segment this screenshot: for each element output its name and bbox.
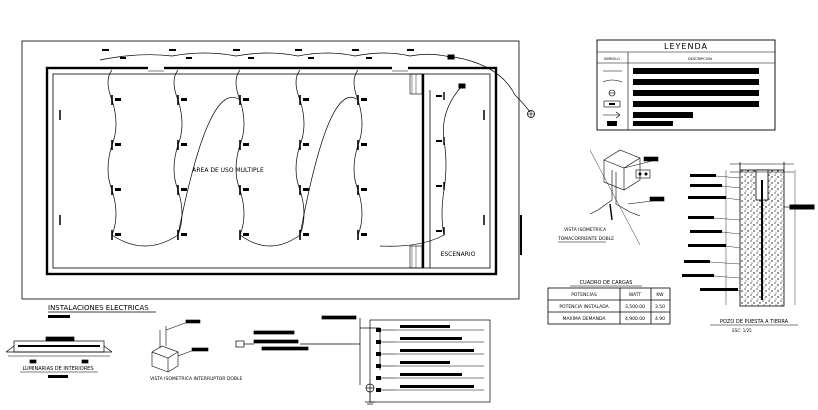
grounding-pit-callouts <box>682 174 741 293</box>
wall-light-fixture <box>248 57 254 59</box>
pit-scale: ESC: 1/25 <box>732 328 752 333</box>
pit-callout <box>682 274 741 279</box>
wall-light-fixture <box>407 49 418 69</box>
wall-light-fixture <box>366 57 372 59</box>
load-row-watt: 3,500.00 <box>625 304 645 310</box>
room-label: AREA DE USO MULTIPLE <box>192 167 264 174</box>
pit-callout <box>684 260 741 265</box>
circuit-wire <box>99 52 451 61</box>
grounding-pit-detail <box>725 162 815 307</box>
load-header-potencias: POTENCIAS <box>571 292 597 298</box>
wall-light-fixture <box>120 57 126 59</box>
circuit-wire <box>173 69 183 236</box>
circuit-wire <box>299 97 359 236</box>
circuit-wire <box>111 234 179 247</box>
outer-wall <box>45 66 498 276</box>
wall-light-fixture <box>308 57 314 59</box>
panel-circuit-row <box>376 373 484 380</box>
wall-light-fixture <box>233 49 244 69</box>
legend-col-description: DESCRIPCION <box>688 57 712 61</box>
pit-callout <box>690 174 741 179</box>
load-table-title: CUADRO DE CARGAS <box>580 280 633 286</box>
switch-isometric-detail <box>151 319 209 373</box>
load-row-kw: 4.90 <box>655 316 665 322</box>
pit-callout <box>700 288 741 293</box>
stage-label: ESCENARIO <box>441 251 476 258</box>
panel-board <box>447 54 535 118</box>
stage-light-fixture <box>436 182 445 190</box>
panel-circuit-row <box>376 361 484 368</box>
site-boundary <box>21 40 520 300</box>
load-table-cells: POTENCIAS WATT KW POTENCIA INSTALADA 3,5… <box>559 292 665 322</box>
load-header-watt: WATT <box>629 292 642 298</box>
load-row-label: MAXIMA DEMANDA <box>563 316 607 322</box>
panel-circuit-row <box>376 349 484 356</box>
circuit-wire <box>353 69 363 236</box>
legend-title: LEYENDA <box>664 42 708 51</box>
outlet-iso-caption-2: TOMACORRIENTE DOBLE <box>557 236 614 242</box>
load-header-kw: KW <box>656 292 664 298</box>
light-fixture-group <box>102 49 445 240</box>
wall-light-fixture <box>352 49 363 69</box>
load-row-label: POTENCIA INSTALADA <box>559 304 609 310</box>
wall-light-fixture <box>186 57 192 59</box>
pit-caption: POZO DE PUESTA A TIERRA <box>720 319 789 325</box>
outlet-iso-caption-1: VISTA ISOMETRICA <box>564 227 607 233</box>
wiring-group <box>99 52 463 247</box>
inner-wall <box>52 73 491 269</box>
pit-callout <box>688 216 741 221</box>
single-line-diagram <box>235 315 491 405</box>
panel-circuit-row <box>376 325 484 332</box>
panel-circuit-rows <box>376 325 484 392</box>
stage-light-fixture <box>436 92 445 100</box>
wall-light-fixture <box>169 49 180 69</box>
luminaire-detail <box>5 336 113 364</box>
pit-callout <box>690 184 741 189</box>
legend-table <box>596 39 776 131</box>
legend-col-symbol: SIMBOLO <box>604 57 620 61</box>
load-table <box>547 287 671 325</box>
load-row-kw: 3.50 <box>655 304 665 310</box>
circuit-wire <box>177 97 241 236</box>
circuit-wire <box>295 69 305 236</box>
circuit-wire <box>235 69 245 236</box>
stage-light-fixture <box>436 137 445 145</box>
pit-callout <box>688 244 741 249</box>
wall-light-fixture <box>295 49 306 69</box>
floor-plan <box>21 40 522 300</box>
legend-rows <box>602 68 759 126</box>
pit-callout <box>688 196 741 201</box>
switch-iso-caption: VISTA ISOMETRICA INTERRUPTOR DOBLE <box>150 376 242 382</box>
load-row-watt: 4,900.00 <box>625 316 645 322</box>
outlet-isometric-detail <box>589 149 665 246</box>
panel-circuit-row <box>376 385 484 392</box>
wall-light-fixture <box>102 49 113 69</box>
circuit-wire <box>107 69 117 236</box>
luminaire-caption: LUMINARIAS DE INTERIORES <box>23 366 94 372</box>
pit-callout <box>690 230 741 235</box>
circuit-wire <box>239 234 301 247</box>
section-title: INSTALACIONES ELECTRICAS <box>48 304 149 312</box>
panel-circuit-row <box>376 337 484 344</box>
circuit-wire <box>379 85 463 247</box>
